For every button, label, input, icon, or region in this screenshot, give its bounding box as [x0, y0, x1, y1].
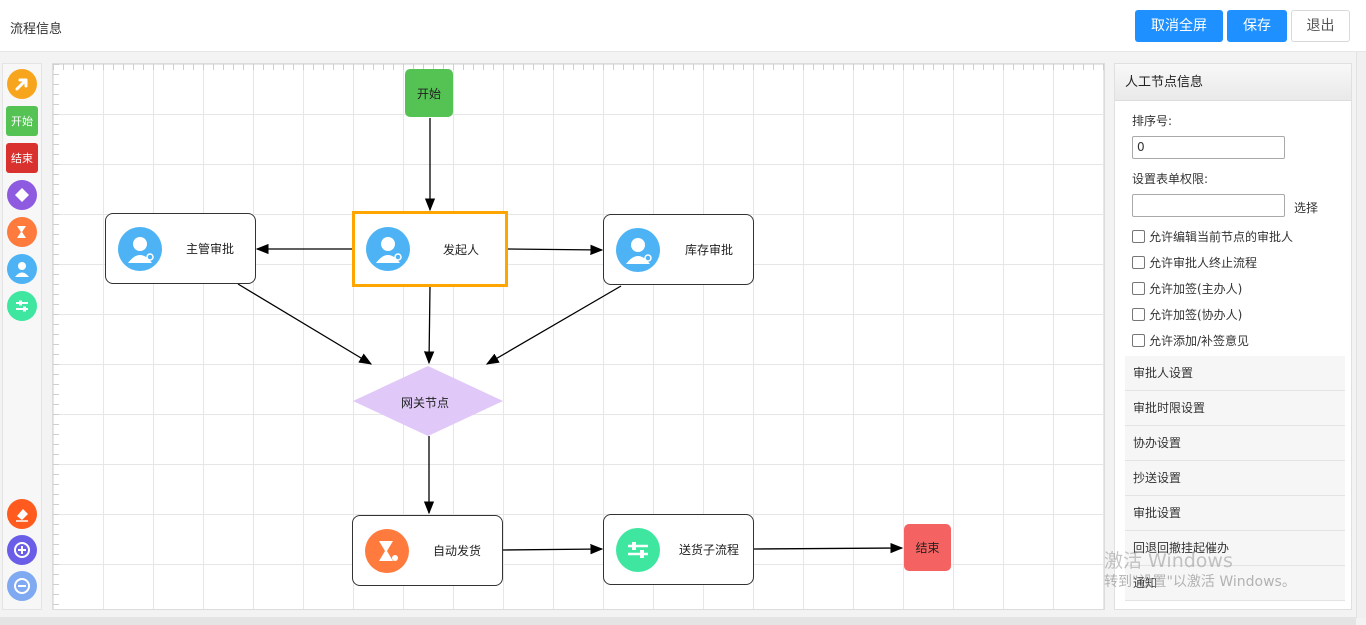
node-label: 自动发货	[433, 544, 482, 558]
tool-zoom-in[interactable]	[5, 535, 39, 565]
node-label: 送货子流程	[679, 543, 740, 557]
checkbox[interactable]	[1132, 282, 1145, 295]
node-ship-subprocess[interactable]: 送货子流程	[603, 514, 754, 585]
node-manager-approval[interactable]: 主管审批	[105, 213, 256, 284]
tool-end[interactable]: 结束	[5, 143, 39, 173]
tool-start[interactable]: 开始	[5, 106, 39, 136]
panel-title: 人工节点信息	[1115, 64, 1351, 101]
edge-subprocess-end[interactable]	[753, 542, 904, 554]
checkbox-countersign-assist[interactable]: 允许加签(协办人)	[1132, 306, 1242, 323]
checkbox[interactable]	[1132, 334, 1145, 347]
save-button[interactable]: 保存	[1227, 10, 1287, 42]
checkbox-countersign-main[interactable]: 允许加签(主办人)	[1132, 280, 1242, 297]
tool-eraser[interactable]	[5, 499, 39, 529]
checkbox-terminate-flow[interactable]: 允许审批人终止流程	[1132, 254, 1257, 271]
left-ruler	[53, 64, 59, 609]
start-node-icon: 开始	[6, 106, 38, 136]
tool-user-task[interactable]	[5, 254, 39, 284]
checkbox[interactable]	[1132, 256, 1145, 269]
tool-arrow[interactable]	[5, 69, 39, 99]
section-approver-settings[interactable]: 审批人设置	[1125, 356, 1345, 391]
flow-connectors	[237, 118, 904, 555]
node-label: 主管审批	[186, 242, 235, 256]
section-cc-settings[interactable]: 抄送设置	[1125, 461, 1345, 496]
order-input[interactable]: 0	[1132, 136, 1285, 159]
cancel-fullscreen-button[interactable]: 取消全屏	[1135, 10, 1223, 42]
windows-activation-hint: 转到"设置"以激活 Windows。	[1104, 574, 1296, 590]
edge-initiator-stock[interactable]	[506, 244, 604, 256]
section-assist-settings[interactable]: 协办设置	[1125, 426, 1345, 461]
node-stock-approval[interactable]: 库存审批	[603, 214, 754, 285]
section-notification[interactable]: 通知	[1125, 566, 1345, 601]
user-icon	[616, 228, 660, 272]
user-icon	[7, 254, 37, 284]
node-label: 库存审批	[685, 243, 734, 257]
section-rollback-settings[interactable]: 回退回撤挂起催办	[1125, 531, 1345, 566]
checkbox[interactable]	[1132, 230, 1145, 243]
section-time-limit-settings[interactable]: 审批时限设置	[1125, 391, 1345, 426]
node-auto-ship[interactable]: 自动发货	[352, 515, 503, 586]
page-title: 流程信息	[10, 22, 63, 37]
left-toolbar: 开始 结束	[2, 63, 42, 610]
arrow-icon	[7, 69, 37, 99]
user-icon	[366, 227, 410, 271]
gateway-icon	[7, 180, 37, 210]
sliders-icon	[7, 291, 37, 321]
windows-activation-watermark: 激活 Windows	[1104, 550, 1233, 572]
end-node-icon: 结束	[6, 143, 38, 173]
hourglass-icon	[365, 529, 409, 573]
eraser-icon	[7, 499, 37, 529]
gateway-label: 网关节点	[401, 396, 450, 410]
sliders-icon	[616, 528, 660, 572]
tool-zoom-out[interactable]	[5, 571, 39, 601]
property-panel: 人工节点信息 排序号: 0 设置表单权限: 选择 允许编辑当前节点的审批人 允许…	[1114, 63, 1352, 610]
zoom-out-icon	[7, 571, 37, 601]
edge-stock-gateway[interactable]	[485, 285, 622, 365]
top-header: 流程信息 取消全屏 保存 退出	[0, 0, 1366, 52]
node-label: 发起人	[443, 242, 480, 257]
checkbox-edit-approver[interactable]: 允许编辑当前节点的审批人	[1132, 228, 1293, 245]
checkbox[interactable]	[1132, 308, 1145, 321]
end-node[interactable]: 结束	[904, 524, 951, 571]
order-label: 排序号:	[1132, 114, 1173, 128]
horizontal-scrollbar[interactable]	[0, 617, 1356, 625]
gateway-diamond[interactable]	[353, 366, 503, 436]
vertical-scrollbar[interactable]	[1356, 52, 1366, 618]
node-initiator[interactable]: 发起人	[352, 211, 508, 287]
checkbox-add-opinion[interactable]: 允许添加/补签意见	[1132, 332, 1249, 349]
flow-canvas[interactable]: 开始 主管审批 发起人 库存审批 网关节点 自动发货 送货子流程 结束	[52, 63, 1105, 610]
edge-manager-gateway[interactable]	[237, 283, 373, 365]
form-permission-label: 设置表单权限:	[1132, 172, 1209, 186]
hourglass-icon	[7, 217, 37, 247]
edge-autoship-subprocess[interactable]	[502, 543, 604, 555]
form-permission-input[interactable]	[1132, 194, 1285, 217]
exit-button[interactable]: 退出	[1291, 10, 1350, 42]
section-approval-settings[interactable]: 审批设置	[1125, 496, 1345, 531]
zoom-in-icon	[7, 535, 37, 565]
user-icon	[118, 227, 162, 271]
choose-button[interactable]: 选择	[1294, 201, 1319, 215]
tool-gateway[interactable]	[5, 180, 39, 210]
tool-auto-task[interactable]	[5, 217, 39, 247]
edge-initiator-gateway[interactable]	[423, 285, 435, 365]
start-node[interactable]: 开始	[405, 69, 453, 117]
top-ruler	[53, 64, 1104, 70]
tool-subprocess[interactable]	[5, 291, 39, 321]
